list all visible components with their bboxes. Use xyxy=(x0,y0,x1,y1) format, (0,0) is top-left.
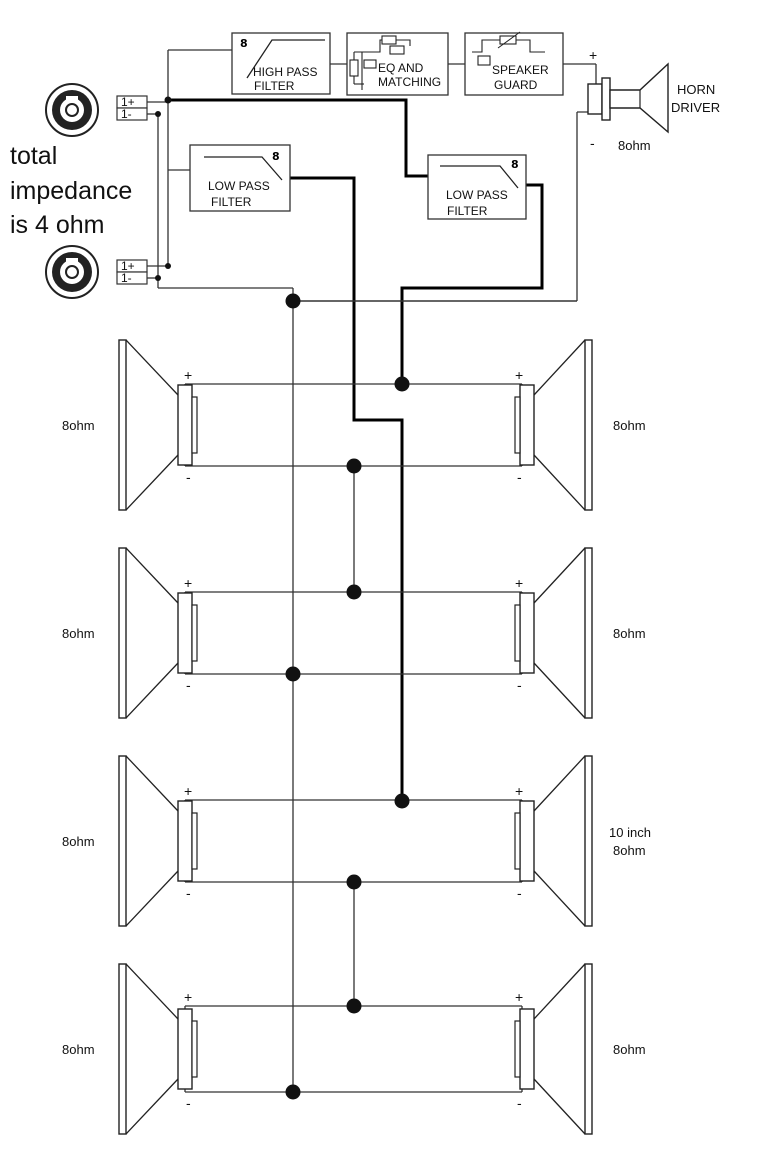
eq-matching-block: EQ AND MATCHING xyxy=(346,32,449,96)
low-pass-1-line-2: FILTER xyxy=(211,195,252,209)
left-impedance-label: 8ohm xyxy=(62,1042,95,1057)
speaker-row-1: + - + - 8ohm 8ohm xyxy=(62,339,646,511)
high-pass-filter-block: 8 HIGH PASS FILTER xyxy=(231,32,331,95)
low-pass-2-line-2: FILTER xyxy=(447,204,488,218)
left-minus-mark: - xyxy=(186,885,191,901)
jack-1-minus-label: 1- xyxy=(121,107,132,121)
jack-2-plus-label: 1+ xyxy=(121,259,135,273)
left-plus-mark: + xyxy=(184,575,192,591)
junction-dot xyxy=(346,874,362,890)
jack-1-plus-label: 1+ xyxy=(121,95,135,109)
junction-dot xyxy=(285,1084,301,1100)
speaker-row-3: + - + - 8ohm 10 inch 8ohm xyxy=(62,755,651,927)
note-line-1: total xyxy=(10,142,57,170)
low-pass-filter-2-block: 8 LOW PASS FILTER xyxy=(427,154,527,220)
input-wiring xyxy=(147,49,597,301)
note-line-3: is 4 ohm xyxy=(10,211,104,239)
thick-wiring xyxy=(168,98,577,1092)
right-plus-mark: + xyxy=(515,575,523,591)
woofer-left-1 xyxy=(118,339,198,511)
right-plus-mark: + xyxy=(515,783,523,799)
woofer-left-2 xyxy=(118,547,198,719)
high-pass-line-1: HIGH PASS xyxy=(253,65,317,79)
left-impedance-label: 8ohm xyxy=(62,626,95,641)
junction-dot xyxy=(285,666,301,682)
junction-dot xyxy=(394,793,410,809)
left-minus-mark: - xyxy=(186,677,191,693)
left-impedance-label: 8ohm xyxy=(62,834,95,849)
high-pass-line-2: FILTER xyxy=(254,79,295,93)
left-plus-mark: + xyxy=(184,989,192,1005)
right-impedance-label: 8ohm xyxy=(613,626,646,641)
horn-line-1: HORN xyxy=(677,82,715,97)
right-plus-mark: + xyxy=(515,989,523,1005)
right-plus-mark: + xyxy=(515,367,523,383)
horn-minus: - xyxy=(590,135,595,151)
speaker-guard-block: SPEAKER GUARD xyxy=(464,31,564,96)
right-minus-mark: - xyxy=(517,885,522,901)
woofer-left-4 xyxy=(118,963,198,1135)
high-pass-order: 8 xyxy=(240,37,248,50)
note-line-2: impedance xyxy=(10,177,132,205)
eq-line-2: MATCHING xyxy=(378,75,441,89)
right-size-label: 10 inch xyxy=(609,825,651,840)
woofer-right-3 xyxy=(514,755,593,927)
guard-line-2: GUARD xyxy=(494,78,538,92)
horn-plus: + xyxy=(589,47,597,63)
left-impedance-label: 8ohm xyxy=(62,418,95,433)
low-pass-filter-1-block: 8 LOW PASS FILTER xyxy=(189,144,291,212)
low-pass-1-order: 8 xyxy=(272,150,280,163)
right-impedance-label: 8ohm xyxy=(613,418,646,433)
left-minus-mark: - xyxy=(186,469,191,485)
junction-dot xyxy=(346,584,362,600)
speakon-jack-2: 1+ 1- xyxy=(45,245,148,299)
junction-dot xyxy=(346,458,362,474)
speaker-row-4: + - + - 8ohm 8ohm xyxy=(62,963,646,1135)
horn-driver: + - HORN DRIVER 8ohm xyxy=(587,47,720,153)
jack-2-minus-label: 1- xyxy=(121,271,132,285)
right-minus-mark: - xyxy=(517,469,522,485)
left-plus-mark: + xyxy=(184,783,192,799)
right-impedance-label: 8ohm xyxy=(613,843,646,858)
junction-dot xyxy=(346,998,362,1014)
junction-dot xyxy=(394,376,410,392)
woofer-right-1 xyxy=(514,339,593,511)
left-plus-mark: + xyxy=(184,367,192,383)
guard-line-1: SPEAKER xyxy=(492,63,549,77)
left-minus-mark: - xyxy=(186,1095,191,1111)
horn-line-2: DRIVER xyxy=(671,100,720,115)
eq-line-1: EQ AND xyxy=(378,61,424,75)
junction-dot xyxy=(285,293,301,309)
low-pass-1-line-1: LOW PASS xyxy=(208,179,270,193)
low-pass-2-line-1: LOW PASS xyxy=(446,188,508,202)
woofer-right-2 xyxy=(514,547,593,719)
right-impedance-label: 8ohm xyxy=(613,1042,646,1057)
speaker-rows: + - + - 8ohm 8ohm + - + - 8ohm 8ohm + - + - 8ohm 10 inch 8… xyxy=(62,339,651,1135)
speakon-jack-1: 1+ 1- xyxy=(45,83,148,137)
woofer-right-4 xyxy=(514,963,593,1135)
low-pass-2-order: 8 xyxy=(511,158,519,171)
right-minus-mark: - xyxy=(517,677,522,693)
junction-dots xyxy=(285,293,410,1100)
horn-impedance: 8ohm xyxy=(618,138,651,153)
right-minus-mark: - xyxy=(517,1095,522,1111)
woofer-left-3 xyxy=(118,755,198,927)
